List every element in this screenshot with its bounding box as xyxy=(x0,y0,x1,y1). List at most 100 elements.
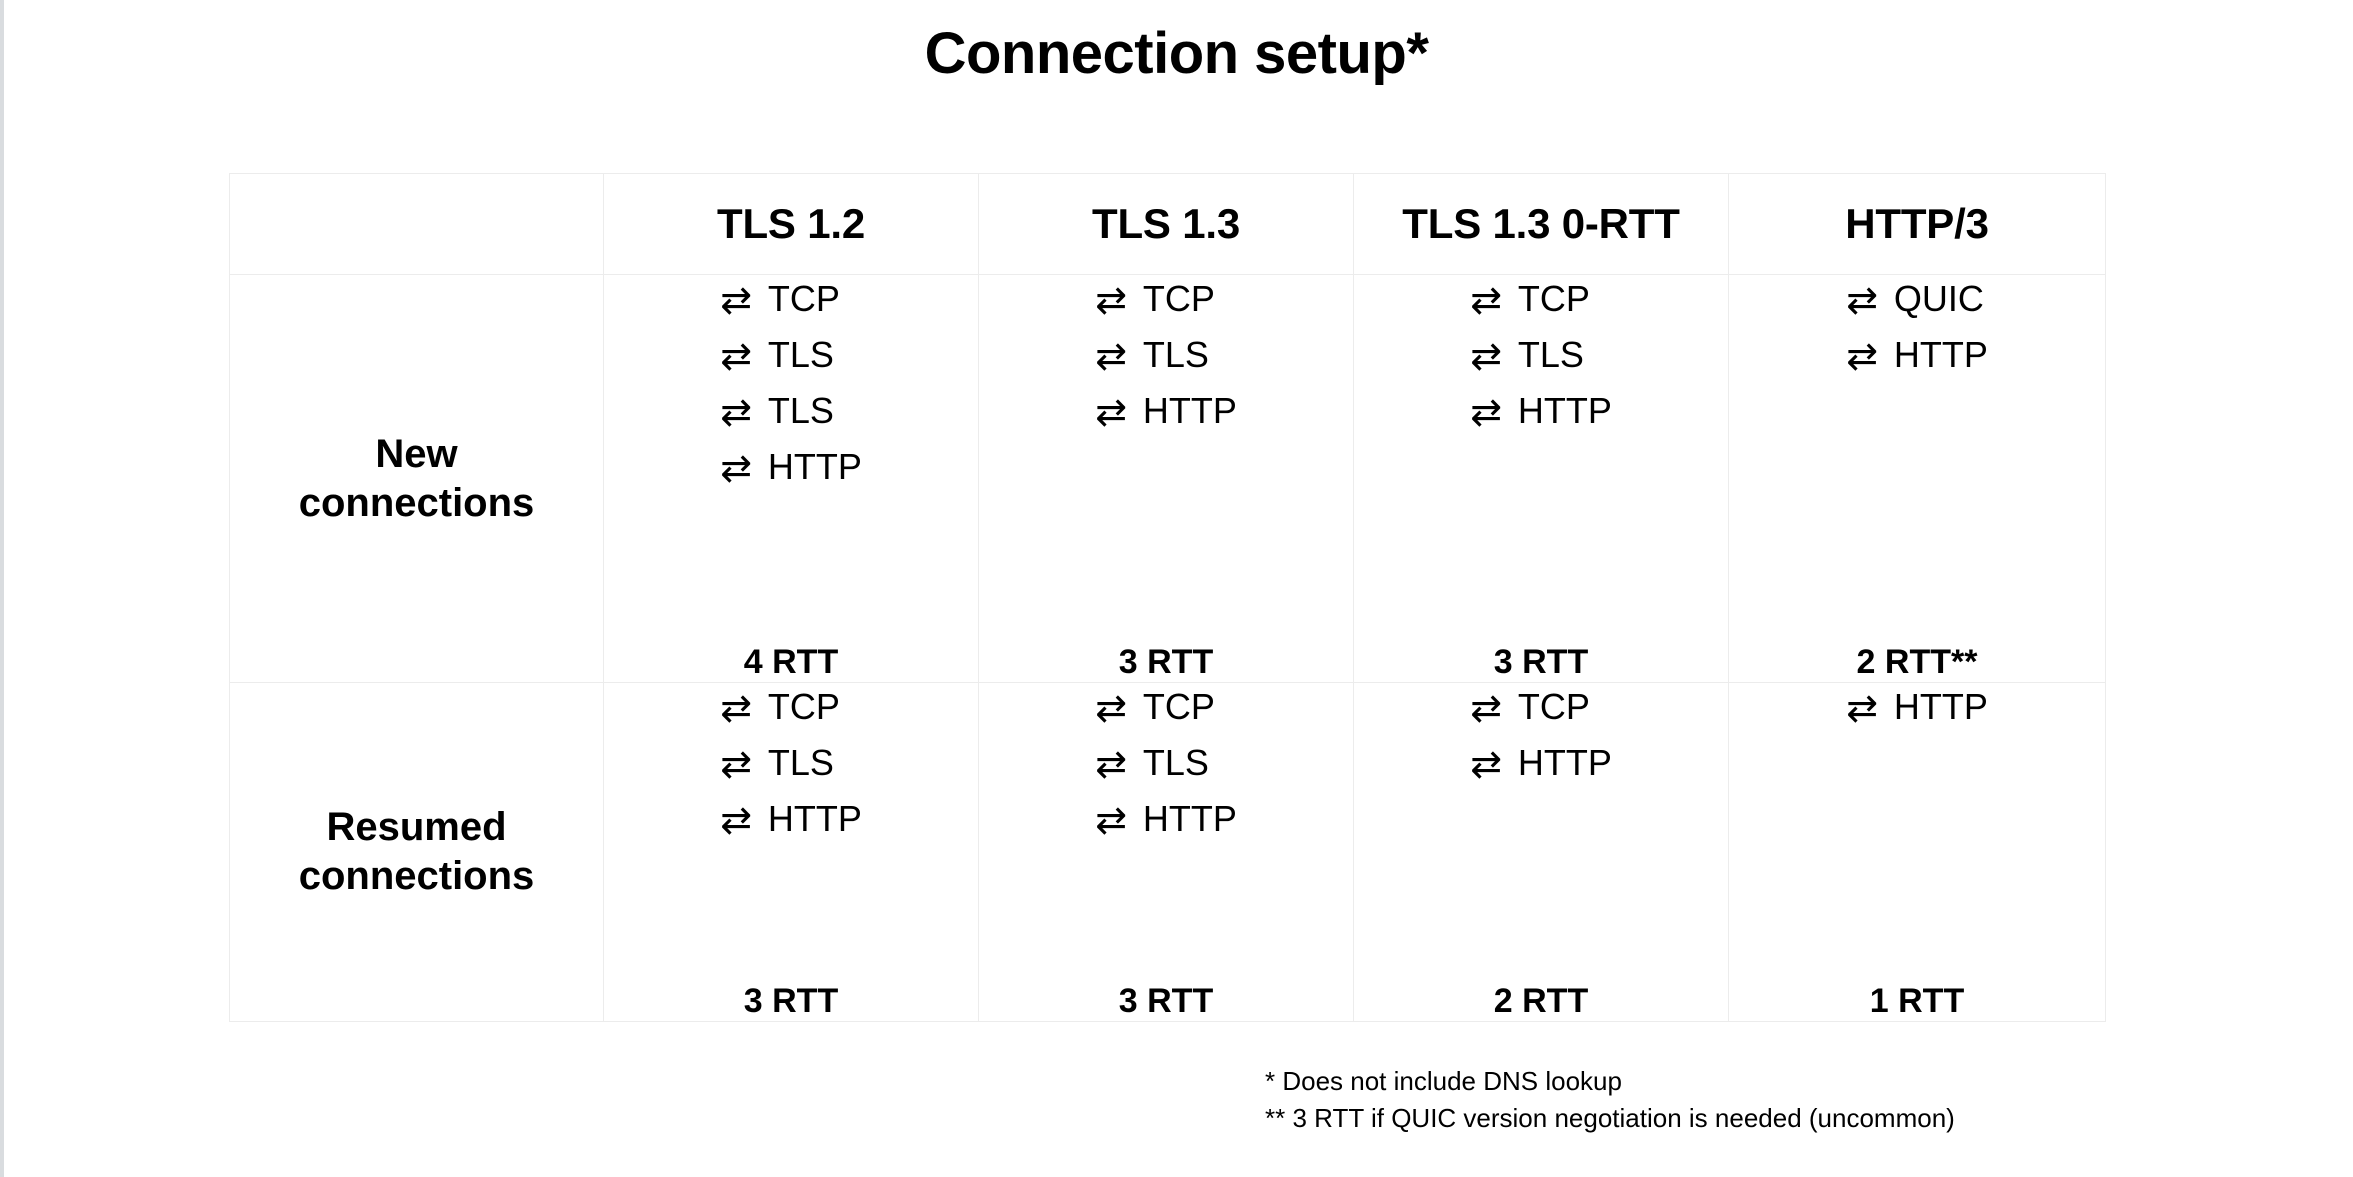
exchange-arrow-icon: ⇄ xyxy=(720,445,752,490)
cell-resumed-tls13: ⇄ TCP ⇄ TLS ⇄ HTTP 3 RTT xyxy=(978,682,1354,1022)
connection-setup-table: TLS 1.2 TLS 1.3 TLS 1.3 0-RTT HTTP/3 New… xyxy=(229,173,2106,1022)
exchange-arrow-icon: ⇄ xyxy=(720,797,752,842)
rtt-total: 1 RTT xyxy=(1869,982,1965,1020)
table-header: TLS 1.2 TLS 1.3 TLS 1.3 0-RTT HTTP/3 xyxy=(229,173,2106,275)
step-label: TLS xyxy=(767,333,834,375)
step-item: ⇄HTTP xyxy=(1470,387,1612,435)
cell-new-tls13-0rtt: ⇄ TCP ⇄ TLS ⇄HTTP 3 RTT xyxy=(1353,274,1729,683)
exchange-arrow-icon: ⇄ xyxy=(1470,741,1502,786)
exchange-arrow-icon: ⇄ xyxy=(1095,333,1127,378)
step-item: ⇄TLS xyxy=(1095,331,1237,379)
step-list: ⇄TCP ⇄TLS ⇄TLS ⇄HTTP xyxy=(720,275,862,499)
column-header-tls13: TLS 1.3 xyxy=(978,173,1354,275)
step-label: HTTP xyxy=(1142,389,1237,431)
step-item: ⇄ TCP xyxy=(1470,683,1612,731)
cell-resumed-tls12: ⇄ TCP ⇄ TLS ⇄ HTTP 3 RTT xyxy=(603,682,979,1022)
step-label: HTTP xyxy=(767,797,862,839)
rtt-total: 3 RTT xyxy=(743,982,839,1020)
step-label: HTTP xyxy=(767,445,862,487)
step-item: ⇄ HTTP xyxy=(1470,739,1612,787)
step-label: TCP xyxy=(1517,686,1590,727)
step-label: HTTP xyxy=(1517,741,1612,783)
step-list: ⇄ TCP ⇄ HTTP xyxy=(1470,683,1612,795)
exchange-arrow-icon: ⇄ xyxy=(1095,741,1127,786)
step-label: TLS xyxy=(767,741,834,783)
rtt-total: 2 RTT** xyxy=(1856,643,1978,681)
row-label-line-1: New xyxy=(375,431,458,476)
step-item: ⇄ HTTP xyxy=(720,795,862,843)
column-header-http3: HTTP/3 xyxy=(1728,173,2106,275)
exchange-arrow-icon: ⇄ xyxy=(1095,389,1127,434)
exchange-arrow-icon: ⇄ xyxy=(720,686,752,730)
table-header-row: TLS 1.2 TLS 1.3 TLS 1.3 0-RTT HTTP/3 xyxy=(229,173,2106,275)
step-label: HTTP xyxy=(1142,797,1237,839)
rtt-total: 3 RTT xyxy=(1493,643,1589,681)
cell-new-tls13: ⇄TCP ⇄TLS ⇄HTTP 3 RTT xyxy=(978,274,1354,683)
exchange-arrow-icon: ⇄ xyxy=(1470,278,1502,322)
rtt-total: 2 RTT xyxy=(1493,982,1589,1020)
step-item: ⇄ TCP xyxy=(1470,275,1612,323)
exchange-arrow-icon: ⇄ xyxy=(1470,686,1502,730)
exchange-arrow-icon: ⇄ xyxy=(1095,797,1127,842)
step-label: HTTP xyxy=(1893,333,1988,375)
step-item: ⇄ TCP xyxy=(720,275,862,323)
step-item: ⇄ TLS xyxy=(1470,331,1612,379)
step-list: ⇄ TCP ⇄ TLS ⇄ HTTP xyxy=(720,683,862,851)
step-label: TCP xyxy=(1517,278,1590,319)
rtt-total: 3 RTT xyxy=(1118,643,1214,681)
step-label: TLS xyxy=(1517,333,1584,375)
step-item: ⇄ TLS xyxy=(720,331,862,379)
exchange-arrow-icon: ⇄ xyxy=(720,389,752,434)
rtt-total: 4 RTT xyxy=(743,643,839,681)
exchange-arrow-icon: ⇄ xyxy=(1846,278,1878,322)
step-label: HTTP xyxy=(1893,686,1988,727)
table-corner-cell xyxy=(229,173,604,275)
row-label-new-connections: New connections xyxy=(229,274,604,683)
step-list: ⇄ HTTP xyxy=(1846,683,1988,739)
step-item: ⇄ HTTP xyxy=(1095,387,1237,435)
step-item: ⇄ QUIC xyxy=(1846,275,1988,323)
step-item: ⇄ HTTP xyxy=(1095,795,1237,843)
exchange-arrow-icon: ⇄ xyxy=(720,278,752,322)
step-item: ⇄TLS xyxy=(720,387,862,435)
row-label-line-2: connections xyxy=(298,854,535,898)
rtt-total: 3 RTT xyxy=(1118,982,1214,1020)
cell-resumed-http3: ⇄ HTTP 1 RTT xyxy=(1728,682,2106,1022)
cell-resumed-tls13-0rtt: ⇄ TCP ⇄ HTTP 2 RTT xyxy=(1353,682,1729,1022)
exchange-arrow-icon: ⇄ xyxy=(1846,686,1878,730)
step-label: TCP xyxy=(767,686,840,727)
step-item: ⇄ TLS xyxy=(1095,739,1237,787)
slide-left-edge xyxy=(0,0,4,1177)
table-row: Resumed connections ⇄ TCP ⇄ TLS ⇄ HTTP 3 RT… xyxy=(229,682,2106,1022)
step-label: HTTP xyxy=(1517,389,1612,431)
exchange-arrow-icon: ⇄ xyxy=(720,333,752,378)
exchange-arrow-icon: ⇄ xyxy=(720,741,752,786)
step-item: ⇄ TCP xyxy=(720,683,862,731)
cell-new-tls12: ⇄TCP ⇄TLS ⇄TLS ⇄HTTP 4 RTT xyxy=(603,274,979,683)
footnote-quic-version-negotiation: ** 3 RTT if QUIC version negotiation is … xyxy=(1265,1102,1955,1133)
step-list: ⇄TCP ⇄TLS ⇄HTTP xyxy=(1095,275,1237,443)
step-label: TCP xyxy=(1142,686,1215,727)
step-label: TCP xyxy=(767,278,840,319)
cell-new-http3: ⇄ QUIC ⇄ HTTP 2 RTT** xyxy=(1728,274,2106,683)
step-list: ⇄ QUIC ⇄ HTTP xyxy=(1846,275,1988,387)
exchange-arrow-icon: ⇄ xyxy=(1470,333,1502,378)
step-item: ⇄ HTTP xyxy=(1846,683,1988,731)
page-title: Connection setup* xyxy=(924,21,1429,86)
footnotes: * Does not include DNS lookup ** 3 RTT i… xyxy=(1265,1063,1955,1137)
step-item: ⇄ HTTP xyxy=(720,443,862,491)
exchange-arrow-icon: ⇄ xyxy=(1846,333,1878,378)
step-label: QUIC xyxy=(1893,278,1984,319)
table-body: New connections ⇄ TCP ⇄ TLS ⇄ TLS ⇄ HTTP 4 R… xyxy=(229,274,2106,1022)
step-list: ⇄ TCP ⇄ TLS ⇄HTTP xyxy=(1470,275,1612,443)
step-item: ⇄ TLS xyxy=(720,739,862,787)
row-label-line-1: Resumed xyxy=(326,805,507,850)
step-item: ⇄ TCP xyxy=(1095,683,1237,731)
exchange-arrow-icon: ⇄ xyxy=(1095,686,1127,730)
step-label: TCP xyxy=(1142,278,1215,319)
step-item: ⇄TCP xyxy=(1095,275,1237,323)
step-label: TLS xyxy=(1142,741,1209,783)
table-row: New connections ⇄ TCP ⇄ TLS ⇄ TLS ⇄ HTTP 4 R… xyxy=(229,274,2106,683)
footnote-dns-lookup: * Does not include DNS lookup xyxy=(1265,1066,1622,1096)
row-label-resumed-connections: Resumed connections xyxy=(229,682,604,1022)
